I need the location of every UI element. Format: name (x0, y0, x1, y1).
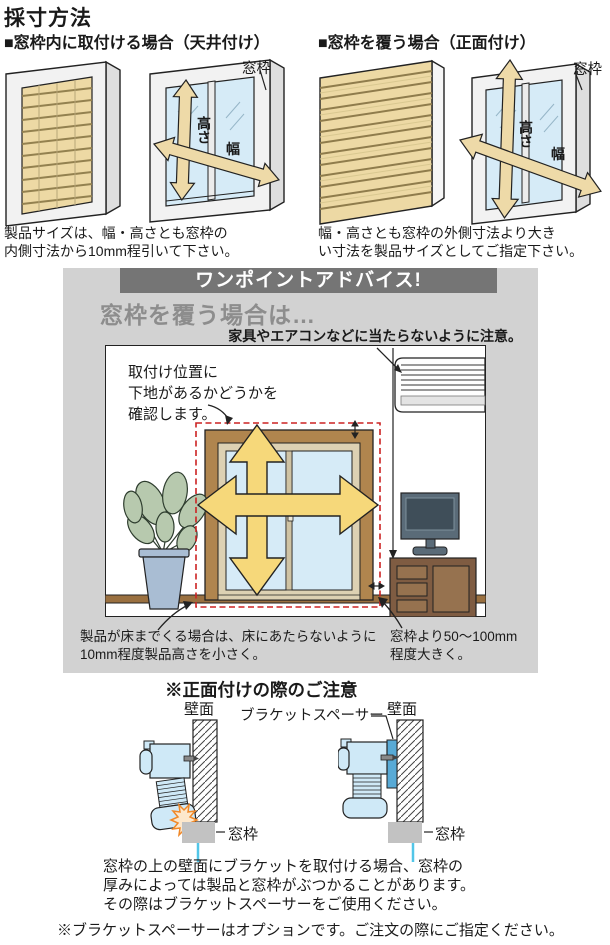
bracket-spacer-label: ブラケットスペーサー (240, 708, 384, 724)
bracket-spacer (386, 739, 398, 789)
wall-hatch (192, 719, 218, 823)
margin-note: 窓枠より50〜100mm 程度大きく。 (390, 628, 517, 663)
top-gap-arrow (351, 420, 359, 439)
spacer-pointer-line (371, 715, 394, 740)
inside-mount-frame-illustration (149, 58, 285, 223)
bracket-body-text: 窓枠の上の壁面にブラケットを取付ける場合、窓枠の 厚みによっては製品と窓枠がぶつ… (103, 857, 475, 914)
height-arrow (169, 78, 199, 201)
air-conditioner (394, 357, 486, 413)
window-frame-pointer-line (259, 69, 267, 91)
horizontal-measure-arrow (196, 474, 380, 536)
front-mount-caption-line2: い寸法を製品サイズとしてご指定下さい。 (318, 243, 584, 259)
window-frame-block (388, 822, 422, 843)
tv-stand (389, 557, 477, 617)
front-mount-frame-illustration (459, 58, 602, 225)
blind-cross-section (338, 738, 399, 819)
install-note: 取付け位置に 下地があるかどうかを 確認します。 (128, 362, 278, 425)
tv (400, 492, 460, 556)
frame-label-left: 窓枠 (228, 826, 259, 843)
front-mount-caption: 幅・高さとも窓枠の外側寸法より大き い寸法を製品サイズとしてご指定下さい。 (318, 224, 583, 260)
floor-note-arrow (157, 601, 193, 631)
width-arrow (459, 133, 602, 198)
pleat-lines (319, 70, 433, 210)
width-label-right: 幅 (551, 146, 565, 162)
window-frame-label-left: 窓枠 (242, 61, 271, 77)
inside-mount-heading: ■窓枠内に取付ける場合（天井付け） (4, 35, 270, 52)
margin-note-arrow (378, 597, 403, 629)
bracket-body-line1: 窓枠の上の壁面にブラケットを取付ける場合、窓枠の (103, 858, 464, 875)
margin-note-line2: 程度大きく。 (390, 646, 471, 662)
front-mount-blind-illustration (319, 59, 445, 225)
potted-plant (123, 471, 208, 610)
floor-note-line2: 10mm程度製品高さを小さく。 (80, 646, 267, 662)
window-frame-label-right: 窓枠 (573, 62, 602, 78)
ac-pointer-arrow (376, 347, 402, 373)
height-label-right: 高さ (518, 120, 534, 148)
inside-mount-caption-line1: 製品サイズは、幅・高さとも窓枠の (4, 225, 228, 241)
front-mount-caption-line1: 幅・高さとも窓枠の外側寸法より大き (318, 225, 556, 241)
advice-banner: ワンポイントアドバイス! (120, 268, 497, 293)
page-title: 採寸方法 (4, 7, 92, 30)
bracket-body-line3: その際はブラケットスペーサーをご使用ください。 (103, 896, 447, 913)
height-label-left: 高さ (196, 116, 212, 144)
advice-subtitle: 窓枠を覆う場合は… (100, 302, 316, 328)
room-illustration (105, 347, 486, 617)
front-mount-heading: ■窓枠を覆う場合（正面付け） (318, 35, 536, 52)
floor-note: 製品が床までくる場合は、床にあたらないように 10mm程度製品高さを小さく。 (80, 628, 376, 663)
side-gap-arrow (368, 582, 385, 590)
bracket-body-line2: 厚みによっては製品と窓枠がぶつかることがあります。 (103, 877, 476, 894)
install-area-dashed-outline (195, 422, 381, 608)
window-frame-pointer-line (574, 71, 583, 91)
wall-hatch (396, 719, 424, 823)
inside-mount-blind-illustration (5, 60, 121, 226)
width-arrow (152, 136, 281, 188)
tv-pointer-arrow (389, 348, 397, 559)
install-note-line1: 取付け位置に (128, 364, 219, 381)
margin-note-line1: 窓枠より50〜100mm (390, 629, 518, 644)
window-frame-block (182, 822, 215, 843)
install-note-line2: 下地があるかどうかを (128, 385, 279, 402)
install-note-line3: 確認します。 (128, 406, 217, 423)
floor-note-line1: 製品が床までくる場合は、床にあたらないように (80, 629, 377, 644)
spacer-cross-section (338, 715, 433, 862)
height-arrow (491, 58, 524, 219)
front-caution-heading: ※正面付けの際のご注意 (165, 680, 358, 700)
blind-cross-section (139, 740, 199, 838)
collision-cross-section (139, 719, 225, 862)
width-label-left: 幅 (226, 141, 240, 157)
spacer-option-footnote: ※ブラケットスペーサーはオプションです。ご注文の際にご指定ください。 (57, 922, 564, 939)
furniture-caution-note: 家具やエアコンなどに当たらないように注意。 (228, 328, 522, 344)
pleated-blind (21, 76, 93, 215)
frame-label-right: 窓枠 (435, 826, 466, 843)
install-note-arrow (207, 404, 233, 425)
inside-mount-caption: 製品サイズは、幅・高さとも窓枠の 内側寸法から10mm程引いて下さい。 (4, 224, 238, 260)
wall-label-right: 壁面 (387, 701, 418, 718)
wall-label-left: 壁面 (184, 701, 215, 718)
inside-mount-caption-line2: 内側寸法から10mm程引いて下さい。 (4, 243, 239, 259)
